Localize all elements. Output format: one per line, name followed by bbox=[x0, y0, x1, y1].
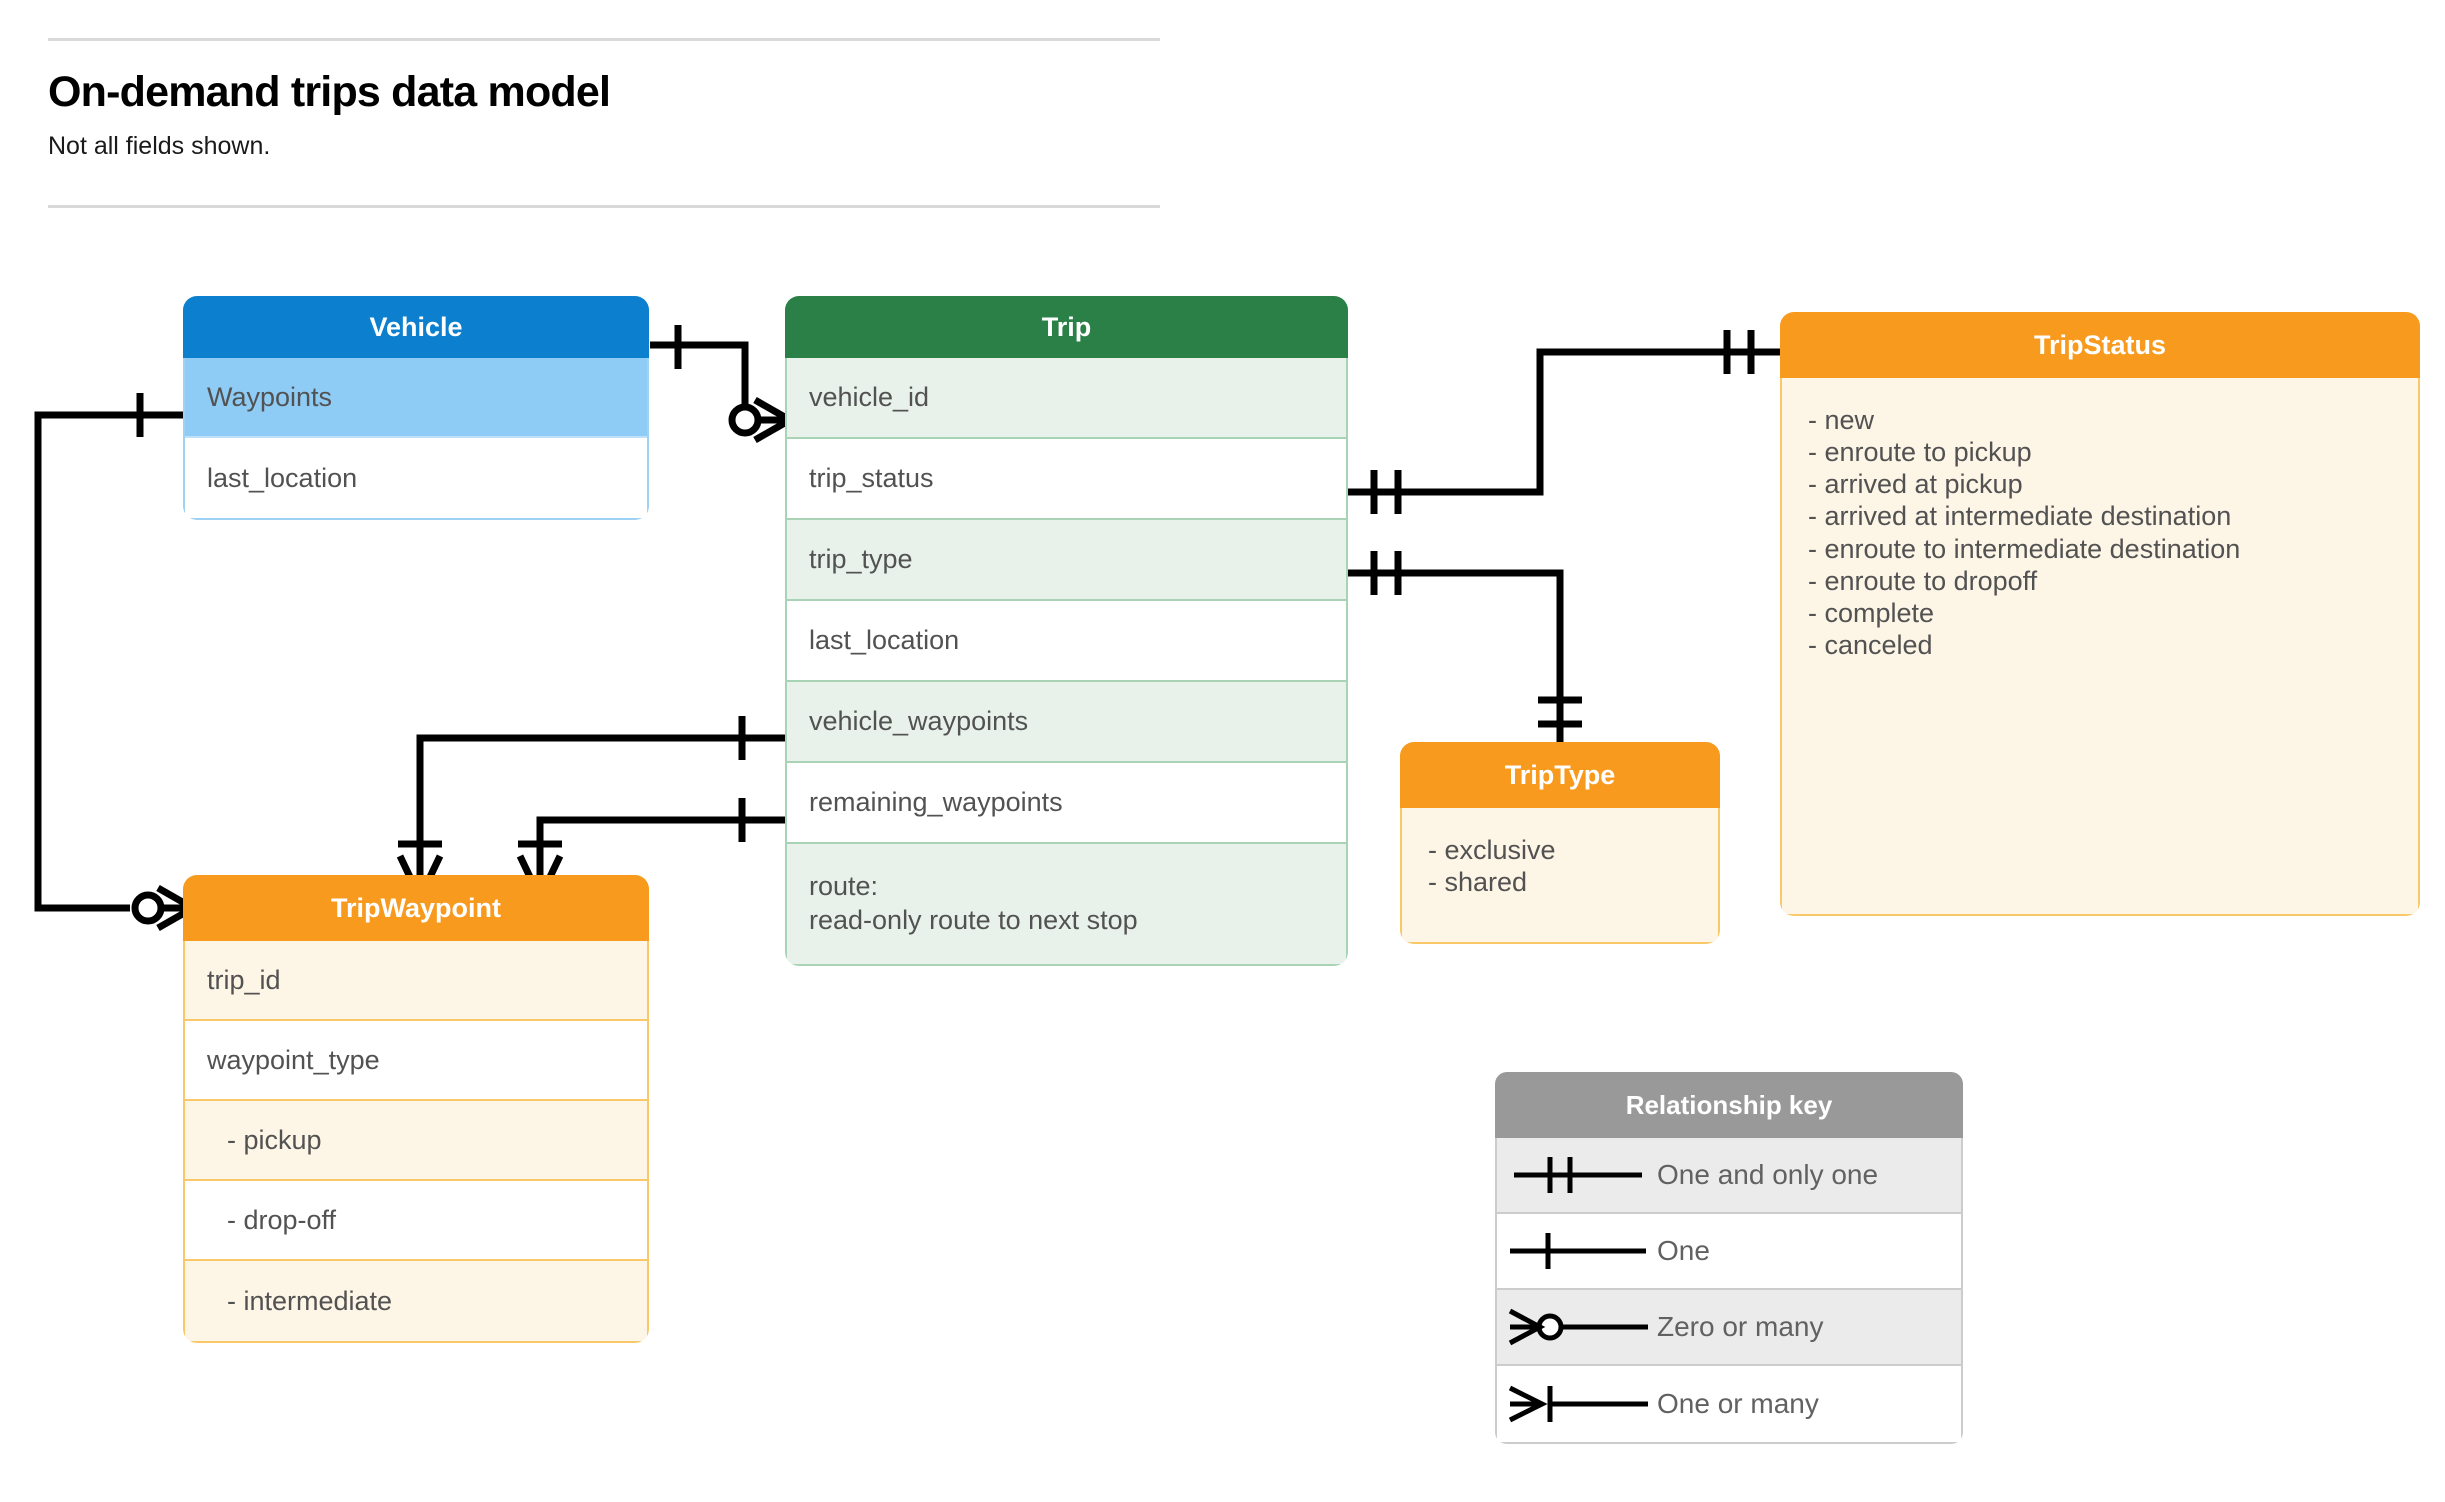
legend-item-one[interactable]: One bbox=[1497, 1214, 1961, 1290]
entity-trip-status-title: TripStatus bbox=[1780, 312, 2420, 378]
legend-label: One bbox=[1657, 1235, 1710, 1266]
one-and-only-one-icon bbox=[1497, 1138, 1657, 1212]
zero-or-many-icon bbox=[1497, 1290, 1657, 1364]
enum-value: - enroute to dropoff bbox=[1808, 565, 2038, 596]
field-trip-trip-type[interactable]: trip_type bbox=[787, 520, 1346, 601]
entity-trip-title: Trip bbox=[785, 296, 1348, 358]
page-title: On-demand trips data model bbox=[48, 68, 611, 116]
field-waypoint-type[interactable]: waypoint_type bbox=[185, 1021, 647, 1101]
field-waypoint-trip-id[interactable]: trip_id bbox=[185, 941, 647, 1021]
enum-value-pickup[interactable]: - pickup bbox=[185, 1101, 647, 1181]
entity-trip-type-title: TripType bbox=[1400, 742, 1720, 808]
field-trip-route-note: read-only route to next stop bbox=[809, 904, 1138, 935]
field-trip-remaining-waypoints[interactable]: remaining_waypoints bbox=[787, 763, 1346, 844]
one-or-many-icon bbox=[1497, 1366, 1657, 1442]
enum-value: - shared bbox=[1428, 867, 1528, 898]
header-divider-top bbox=[48, 38, 1160, 41]
enum-value-intermediate[interactable]: - intermediate bbox=[227, 1285, 393, 1316]
header-divider-bottom bbox=[48, 205, 1160, 208]
entity-trip[interactable]: Trip vehicle_id trip_status trip_type la… bbox=[785, 296, 1348, 966]
field-vehicle-last-location[interactable]: last_location bbox=[207, 462, 358, 493]
enum-value-dropoff[interactable]: - drop-off bbox=[185, 1181, 647, 1261]
entity-trip-waypoint-title: TripWaypoint bbox=[183, 875, 649, 941]
legend-label: One or many bbox=[1657, 1388, 1819, 1419]
field-trip-route[interactable]: route: read-only route to next stop bbox=[787, 844, 1346, 964]
entity-trip-status[interactable]: TripStatus - new - enroute to pickup - a… bbox=[1780, 312, 2420, 916]
relationship-key-title: Relationship key bbox=[1495, 1072, 1963, 1138]
entity-trip-type[interactable]: TripType - exclusive - shared bbox=[1400, 742, 1720, 944]
enum-value: - enroute to intermediate destination bbox=[1808, 533, 2241, 564]
one-icon bbox=[1497, 1214, 1657, 1288]
legend-item-one-or-many[interactable]: One or many bbox=[1497, 1366, 1961, 1442]
field-trip-vehicle-waypoints[interactable]: vehicle_waypoints bbox=[787, 682, 1346, 763]
relationship-key[interactable]: Relationship key One and only one bbox=[1495, 1072, 1963, 1444]
legend-item-one-and-only-one[interactable]: One and only one bbox=[1497, 1138, 1961, 1214]
enum-value: - arrived at intermediate destination bbox=[1808, 501, 2232, 532]
field-vehicle-waypoints[interactable]: Waypoints bbox=[185, 358, 647, 438]
enum-value: - exclusive bbox=[1428, 835, 1556, 865]
legend-label: One and only one bbox=[1657, 1159, 1879, 1190]
legend-label: Zero or many bbox=[1657, 1311, 1824, 1342]
field-trip-last-location[interactable]: last_location bbox=[787, 601, 1346, 682]
enum-value: - enroute to pickup bbox=[1808, 437, 2032, 468]
field-trip-route-label: route: bbox=[809, 871, 879, 901]
page-subtitle: Not all fields shown. bbox=[48, 132, 271, 160]
legend-item-zero-or-many[interactable]: Zero or many bbox=[1497, 1290, 1961, 1366]
enum-value: - canceled bbox=[1808, 629, 1933, 660]
entity-trip-waypoint[interactable]: TripWaypoint trip_id waypoint_type - pic… bbox=[183, 875, 649, 1343]
entity-vehicle-title: Vehicle bbox=[183, 296, 649, 358]
field-trip-trip-status[interactable]: trip_status bbox=[787, 439, 1346, 520]
entity-vehicle[interactable]: Vehicle Waypoints last_location bbox=[183, 296, 649, 520]
enum-value: - new bbox=[1808, 405, 1875, 435]
field-trip-vehicle-id[interactable]: vehicle_id bbox=[787, 358, 1346, 439]
enum-value: - complete bbox=[1808, 597, 1935, 628]
enum-value: - arrived at pickup bbox=[1808, 469, 2023, 500]
